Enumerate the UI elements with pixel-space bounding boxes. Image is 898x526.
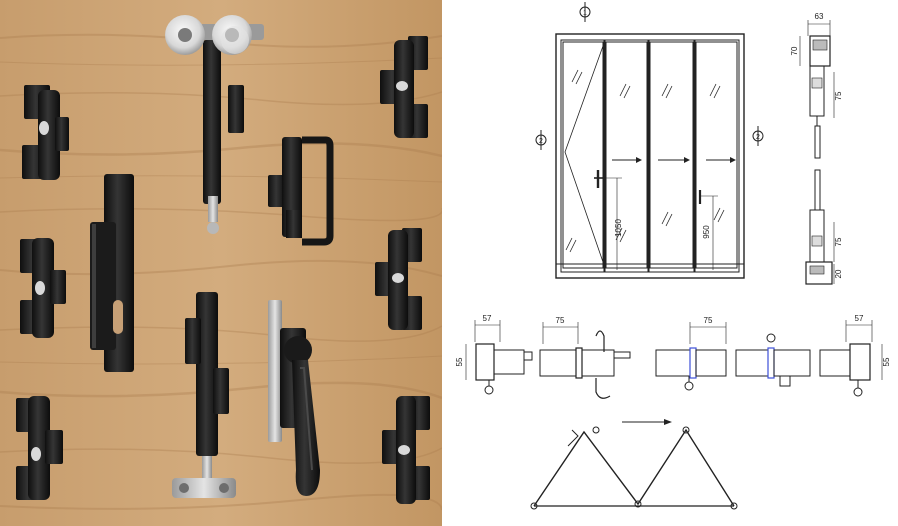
hardware-photo [0, 0, 442, 526]
section-marker-top: 1 [583, 10, 587, 17]
handle-height-label-1: 1050 [614, 219, 623, 237]
hinge-right-bottom [382, 396, 430, 504]
pull-handle [268, 136, 334, 246]
plan-dim-right-height: 55 [882, 357, 891, 366]
hinge-right-top [380, 36, 428, 138]
lock-bar [90, 174, 134, 372]
hinge-left-bottom [16, 396, 63, 500]
roller-carriage [165, 15, 264, 234]
side-dim-top-width: 63 [815, 12, 824, 21]
side-section-bottom [805, 169, 835, 285]
door-elevation [535, 2, 764, 279]
lever-handle [268, 300, 320, 496]
side-dim-top-height: 70 [790, 46, 799, 55]
section-marker-right: 2 [756, 134, 760, 141]
side-dim-top-inner: 75 [834, 91, 843, 100]
plan-section [465, 320, 883, 399]
plan-dim-right-width: 57 [855, 314, 864, 323]
plan-dim-left-height: 55 [455, 357, 464, 366]
fold-direction-arrow [664, 419, 672, 425]
side-dim-bottom-inner: 75 [834, 237, 843, 246]
side-section-top [799, 20, 835, 159]
section-marker-left: 2 [539, 138, 543, 145]
hinge-left-middle [20, 238, 66, 338]
side-dim-bottom-height: 20 [834, 269, 843, 278]
plan-dim-left-width: 57 [483, 314, 492, 323]
plan-dim-mid-1: 75 [556, 316, 565, 325]
technical-drawing: 1 2 2 1050 950 63 70 75 75 20 57 55 75 7… [442, 0, 898, 526]
flush-bolt [172, 292, 236, 498]
plan-dim-mid-2: 75 [704, 316, 713, 325]
handle-height-label-2: 950 [702, 225, 711, 239]
hinge-right-middle [375, 228, 422, 330]
folding-diagram [530, 421, 738, 510]
hinge-left-top [22, 85, 69, 180]
